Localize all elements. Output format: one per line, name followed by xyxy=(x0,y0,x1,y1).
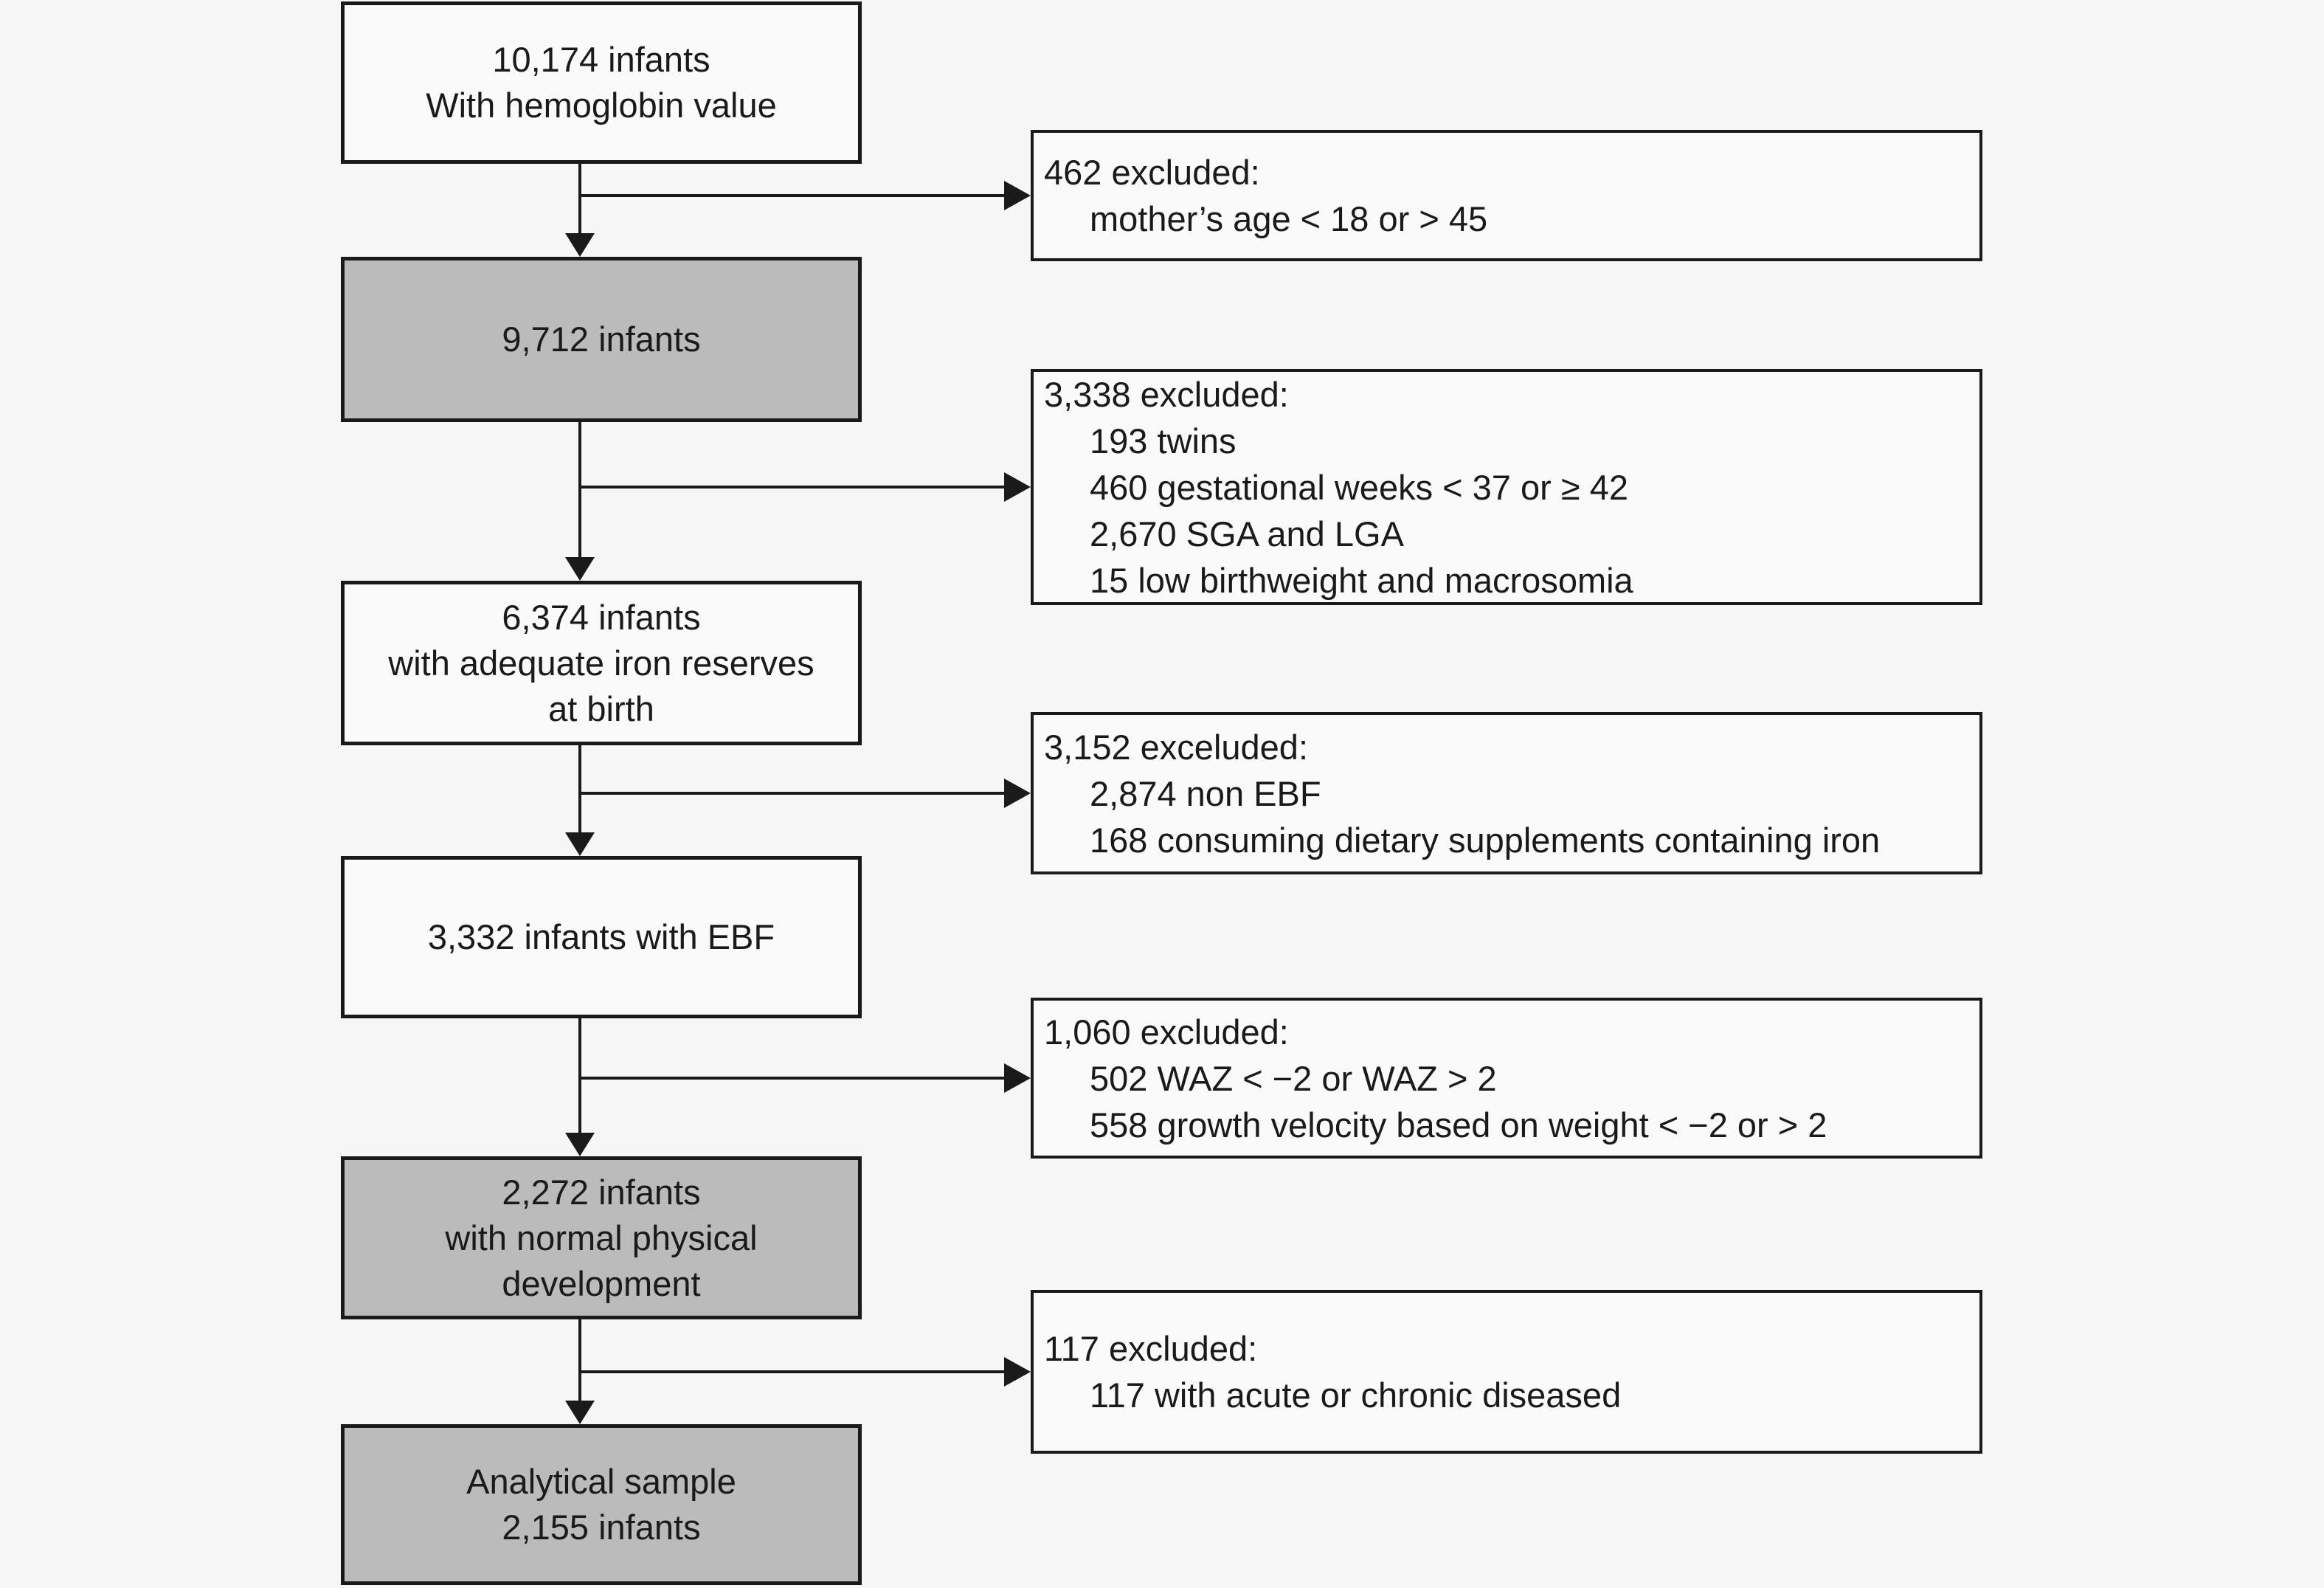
connector-h5 xyxy=(580,1370,1006,1373)
exclusion-item: 2,670 SGA and LGA xyxy=(1090,514,1404,553)
exclusion-item: 117 with acute or chronic diseased xyxy=(1090,1375,1622,1415)
node-iron-reserves: 6,374 infants with adequate iron reserve… xyxy=(341,581,862,745)
node-line: 2,155 infants xyxy=(502,1508,701,1547)
arrow-down-icon xyxy=(565,233,595,257)
arrow-right-icon xyxy=(1004,779,1031,808)
node-normal-development: 2,272 infants with normal physical devel… xyxy=(341,1156,862,1319)
node-line: 2,272 infants xyxy=(502,1172,701,1212)
arrow-right-icon xyxy=(1004,472,1031,502)
exclusion-item: mother’s age < 18 or > 45 xyxy=(1090,199,1488,238)
connector-h4 xyxy=(580,1077,1006,1080)
node-line: development xyxy=(502,1263,701,1303)
node-analytical-sample: Analytical sample 2,155 infants xyxy=(341,1424,862,1585)
node-ebf: 3,332 infants with EBF xyxy=(341,856,862,1018)
node-line: Analytical sample xyxy=(466,1462,736,1501)
exclusion-header: 3,338 excluded: xyxy=(1044,374,1289,414)
connector-v2 xyxy=(578,422,581,559)
connector-h2 xyxy=(580,486,1006,489)
connector-v5 xyxy=(578,1319,581,1402)
connector-v1 xyxy=(578,164,581,235)
connector-v3 xyxy=(578,745,581,834)
arrow-down-icon xyxy=(565,832,595,856)
connector-h3 xyxy=(580,792,1006,795)
exclusion-item: 2,874 non EBF xyxy=(1090,773,1321,813)
node-line: 9,712 infants xyxy=(502,320,701,359)
connector-v4 xyxy=(578,1018,581,1134)
exclusion-header: 462 excluded: xyxy=(1044,153,1260,192)
exclusion-item: 168 consuming dietary supplements contai… xyxy=(1090,820,1881,860)
arrow-right-icon xyxy=(1004,181,1031,210)
connector-h1 xyxy=(580,194,1006,197)
exclusion-birth-criteria: 3,338 excluded: 193 twins 460 gestationa… xyxy=(1031,369,1982,605)
node-line: at birth xyxy=(548,688,654,728)
node-line: 6,374 infants xyxy=(502,597,701,637)
node-line: 10,174 infants xyxy=(492,40,710,79)
arrow-down-icon xyxy=(565,1133,595,1156)
arrow-down-icon xyxy=(565,1401,595,1424)
exclusion-item: 193 twins xyxy=(1090,421,1237,460)
node-line: 3,332 infants with EBF xyxy=(427,917,775,956)
exclusion-disease: 117 excluded: 117 with acute or chronic … xyxy=(1031,1290,1982,1454)
arrow-right-icon xyxy=(1004,1063,1031,1093)
exclusion-mother-age: 462 excluded: mother’s age < 18 or > 45 xyxy=(1031,130,1982,261)
exclusion-feeding: 3,152 exceluded: 2,874 non EBF 168 consu… xyxy=(1031,712,1982,874)
exclusion-header: 1,060 excluded: xyxy=(1044,1012,1289,1052)
node-after-mother-age: 9,712 infants xyxy=(341,257,862,422)
node-line: With hemoglobin value xyxy=(426,86,777,125)
exclusion-item: 502 WAZ < −2 or WAZ > 2 xyxy=(1090,1058,1497,1098)
node-line: with normal physical xyxy=(445,1218,758,1257)
exclusion-item: 558 growth velocity based on weight < −2… xyxy=(1090,1105,1827,1145)
arrow-right-icon xyxy=(1004,1357,1031,1387)
exclusion-header: 117 excluded: xyxy=(1044,1329,1258,1368)
arrow-down-icon xyxy=(565,557,595,581)
exclusion-item: 15 low birthweight and macrosomia xyxy=(1090,560,1633,600)
exclusion-item: 460 gestational weeks < 37 or ≥ 42 xyxy=(1090,467,1628,507)
node-line: with adequate iron reserves xyxy=(388,643,815,683)
exclusion-growth: 1,060 excluded: 502 WAZ < −2 or WAZ > 2 … xyxy=(1031,998,1982,1159)
exclusion-header: 3,152 exceluded: xyxy=(1044,727,1309,767)
node-hemoglobin-sample: 10,174 infants With hemoglobin value xyxy=(341,1,862,164)
